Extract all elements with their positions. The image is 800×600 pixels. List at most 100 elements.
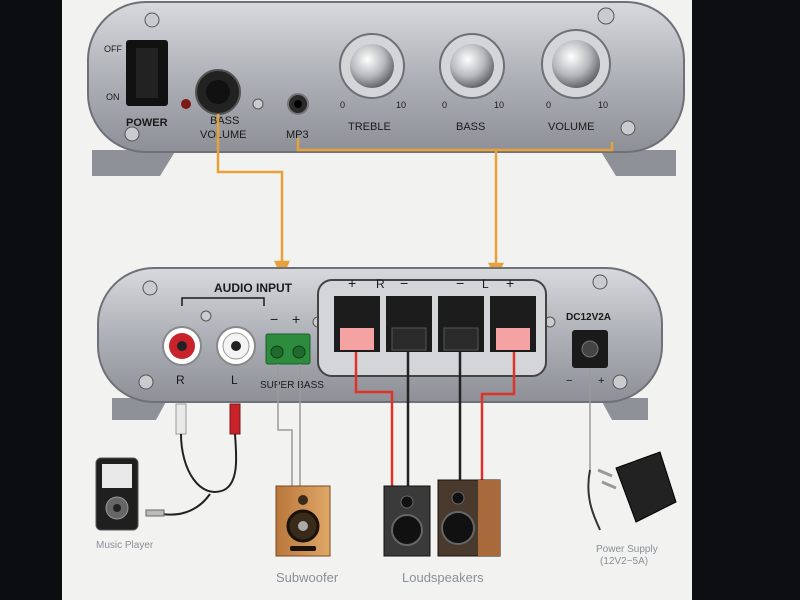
subwoofer-port	[290, 546, 316, 551]
dc-polarity-plus: +	[598, 375, 604, 387]
bass-volume-label-2: VOLUME	[200, 129, 246, 141]
screw-icon	[144, 12, 160, 28]
power-adapter-prong	[597, 468, 613, 478]
bass-knob-cap	[450, 44, 494, 88]
volume-scale-min: 0	[546, 100, 551, 110]
sub-minus-label: −	[270, 311, 278, 327]
music-player: Music Player	[95, 457, 154, 551]
spk-r-minus-clip	[391, 327, 427, 351]
treble-scale-max: 10	[396, 100, 406, 110]
spk-r-plus-clip	[340, 328, 374, 350]
rear-left-foot	[112, 398, 168, 420]
dc-jack-hole	[581, 340, 599, 358]
spk-l-plus-label: +	[506, 275, 514, 291]
screw-icon	[124, 126, 140, 142]
terminal-screw-icon	[270, 345, 284, 359]
dark-edge	[692, 0, 800, 600]
audio-input-bracket	[181, 297, 265, 306]
rca-left-pin	[231, 341, 241, 351]
bass-scale-min: 0	[442, 100, 447, 110]
minijack-plug	[145, 509, 165, 517]
bass-volume-wire	[216, 114, 284, 270]
subwoofer-tweeter	[298, 495, 308, 505]
power-label: POWER	[126, 117, 168, 129]
mp3-label: MP3	[286, 129, 309, 141]
power-supply-label-1: Power Supply	[596, 544, 658, 555]
screw-icon	[252, 98, 264, 110]
power-adapter-body	[615, 451, 677, 523]
left-speaker-woofer	[391, 514, 423, 546]
subwoofer-dust-cap	[298, 521, 308, 531]
treble-label: TREBLE	[348, 121, 391, 133]
rca-cable	[145, 403, 241, 517]
power-switch-rocker	[136, 48, 158, 98]
rca-right-pin	[177, 341, 187, 351]
screw-icon	[612, 374, 628, 390]
power-supply-label-2: (12V2~5A)	[600, 556, 648, 567]
spk-l-minus-clip	[443, 327, 479, 351]
power-cable-coil	[587, 469, 601, 531]
subwoofer: Subwoofer	[275, 485, 339, 585]
dc-input-label: DC12V2A	[566, 312, 611, 323]
sub-cable-1	[277, 364, 293, 486]
screw-icon	[200, 310, 212, 322]
power-adapter-prong	[601, 480, 617, 490]
left-speaker-tweeter	[400, 495, 414, 509]
bass-scale-max: 10	[494, 100, 504, 110]
speaker-cables	[354, 352, 516, 486]
subwoofer-label: Subwoofer	[276, 570, 339, 585]
terminal-screw-icon	[292, 345, 306, 359]
rca-left-label: L	[231, 373, 238, 387]
spk-r-minus-label: −	[400, 275, 408, 291]
music-player-screen	[102, 464, 132, 488]
volume-scale-max: 10	[598, 100, 608, 110]
volume-label: VOLUME	[548, 121, 594, 133]
right-positive-cable	[354, 352, 394, 486]
mp3-jack-hole	[294, 100, 302, 108]
music-player-button	[113, 504, 121, 512]
right-speaker-woofer	[441, 511, 475, 545]
bass-volume-knob-cap	[206, 80, 230, 104]
power-supply: Power Supply (12V2~5A)	[596, 451, 677, 567]
treble-scale-min: 0	[340, 100, 345, 110]
on-label: ON	[106, 92, 120, 102]
super-bass-label: SUPER BASS	[260, 380, 324, 391]
sub-plus-label: +	[292, 311, 300, 327]
right-speaker-tweeter	[451, 491, 465, 505]
left-positive-cable	[480, 352, 516, 486]
rca-plug-white	[175, 403, 187, 435]
screw-icon	[592, 274, 608, 290]
screw-icon	[597, 7, 615, 25]
spk-l-label: L	[482, 277, 489, 291]
power-led-icon	[181, 99, 191, 109]
audio-input-label: AUDIO INPUT	[214, 281, 293, 295]
bass-knob-label: BASS	[456, 121, 485, 133]
loudspeakers: Loudspeakers	[383, 479, 501, 585]
subwoofer-cables	[277, 364, 301, 486]
loudspeakers-label: Loudspeakers	[402, 570, 484, 585]
mp3-wire	[296, 138, 614, 152]
bass-volume-label-1: BASS	[210, 115, 239, 127]
front-right-foot	[600, 150, 676, 176]
power-cable	[587, 368, 601, 531]
spk-l-plus-clip	[496, 328, 530, 350]
front-left-foot	[92, 150, 176, 176]
dc-polarity-minus: −	[566, 375, 572, 387]
volume-knob-cap	[552, 40, 600, 88]
treble-knob-cap	[350, 44, 394, 88]
rear-panel: AUDIO INPUT R L − + SUPER BASS + R − − L…	[97, 267, 663, 420]
spk-l-minus-label: −	[456, 275, 464, 291]
rca-cable-tail	[161, 493, 211, 516]
rca-cable-wire	[180, 433, 238, 493]
spk-r-label: R	[376, 277, 385, 291]
rear-right-foot	[600, 398, 648, 420]
front-panel: OFF ON POWER BASS VOLUME MP3 0 10 TREBLE…	[87, 1, 685, 176]
music-player-label: Music Player	[96, 540, 154, 551]
screw-icon	[138, 374, 154, 390]
rca-right-label: R	[176, 373, 185, 387]
right-speaker-side	[478, 480, 500, 556]
off-label: OFF	[104, 44, 122, 54]
screw-icon	[142, 280, 158, 296]
rca-plug-red	[229, 403, 241, 435]
